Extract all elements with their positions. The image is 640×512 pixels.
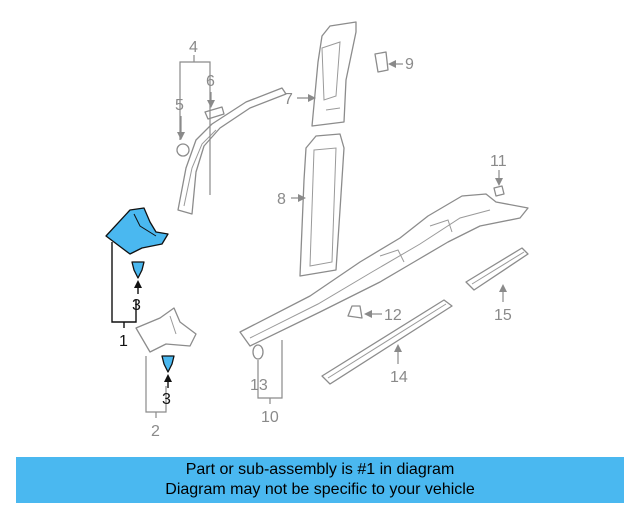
parts-diagram: 4 5 6 7 9 8 10 13 11 12 14 (105, 21, 529, 440)
callout-4: 4 (189, 39, 198, 56)
callout-8: 8 (277, 191, 286, 208)
cowl-side-trim-highlighted-part (105, 207, 169, 255)
callout-1: 1 (119, 333, 128, 350)
callout-13: 13 (250, 377, 268, 394)
sill-trim-part (239, 193, 529, 347)
part-3-clip-upper (131, 261, 145, 279)
callout-5: 5 (175, 97, 184, 114)
callout-3-lower: 3 (162, 391, 171, 408)
lower-b-pillar-trim-part (299, 133, 345, 277)
scuff-plate-part (321, 299, 453, 385)
part-11-clip (493, 185, 505, 197)
part-9-clip (374, 51, 389, 73)
banner-line-2: Diagram may not be specific to your vehi… (165, 481, 475, 498)
callout-14: 14 (390, 369, 408, 386)
callout-4-bracket (179, 55, 211, 195)
a-pillar-trim-part (176, 87, 287, 215)
info-banner: Part or sub-assembly is #1 in diagram Di… (16, 457, 624, 503)
callout-3-upper: 3 (132, 297, 141, 314)
upper-b-pillar-trim-part (311, 21, 357, 127)
part-3-clip-lower (161, 355, 175, 373)
callout-6: 6 (206, 73, 215, 90)
part-12-clip (347, 305, 363, 319)
callout-12: 12 (384, 307, 402, 324)
callout-10: 10 (261, 409, 279, 426)
callout-11: 11 (490, 153, 507, 170)
callout-15: 15 (494, 307, 512, 324)
banner-line-1: Part or sub-assembly is #1 in diagram (185, 461, 455, 478)
callout-2: 2 (151, 423, 160, 440)
callout-9: 9 (405, 56, 414, 73)
lower-kick-panel-part (135, 307, 197, 353)
part-13-fastener (252, 344, 264, 360)
callout-7: 7 (284, 91, 293, 108)
rear-scuff-plate-part (465, 247, 529, 291)
